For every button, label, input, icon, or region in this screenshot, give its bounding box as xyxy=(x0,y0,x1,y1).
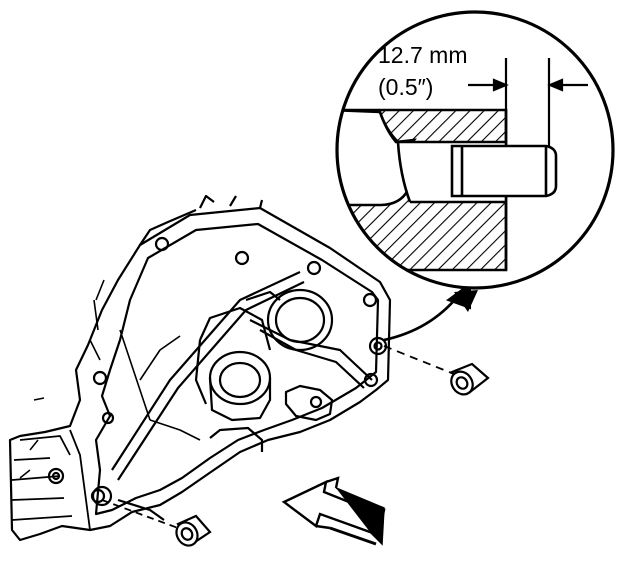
dowel-pin-section xyxy=(450,144,558,198)
engine-housing xyxy=(8,194,392,542)
dowel-pin-right xyxy=(450,362,490,396)
dimension-arrow-icon xyxy=(468,78,588,92)
dowel-pin-lower xyxy=(175,514,212,547)
dimension-label-metric: 12.7 mm xyxy=(378,42,468,68)
view-direction-arrow-icon xyxy=(281,476,386,546)
callout-arrow-icon xyxy=(383,282,478,342)
alignment-line-lower xyxy=(101,499,179,529)
alignment-line-right xyxy=(383,345,455,375)
dimension-label-imperial: (0.5″) xyxy=(378,74,434,100)
